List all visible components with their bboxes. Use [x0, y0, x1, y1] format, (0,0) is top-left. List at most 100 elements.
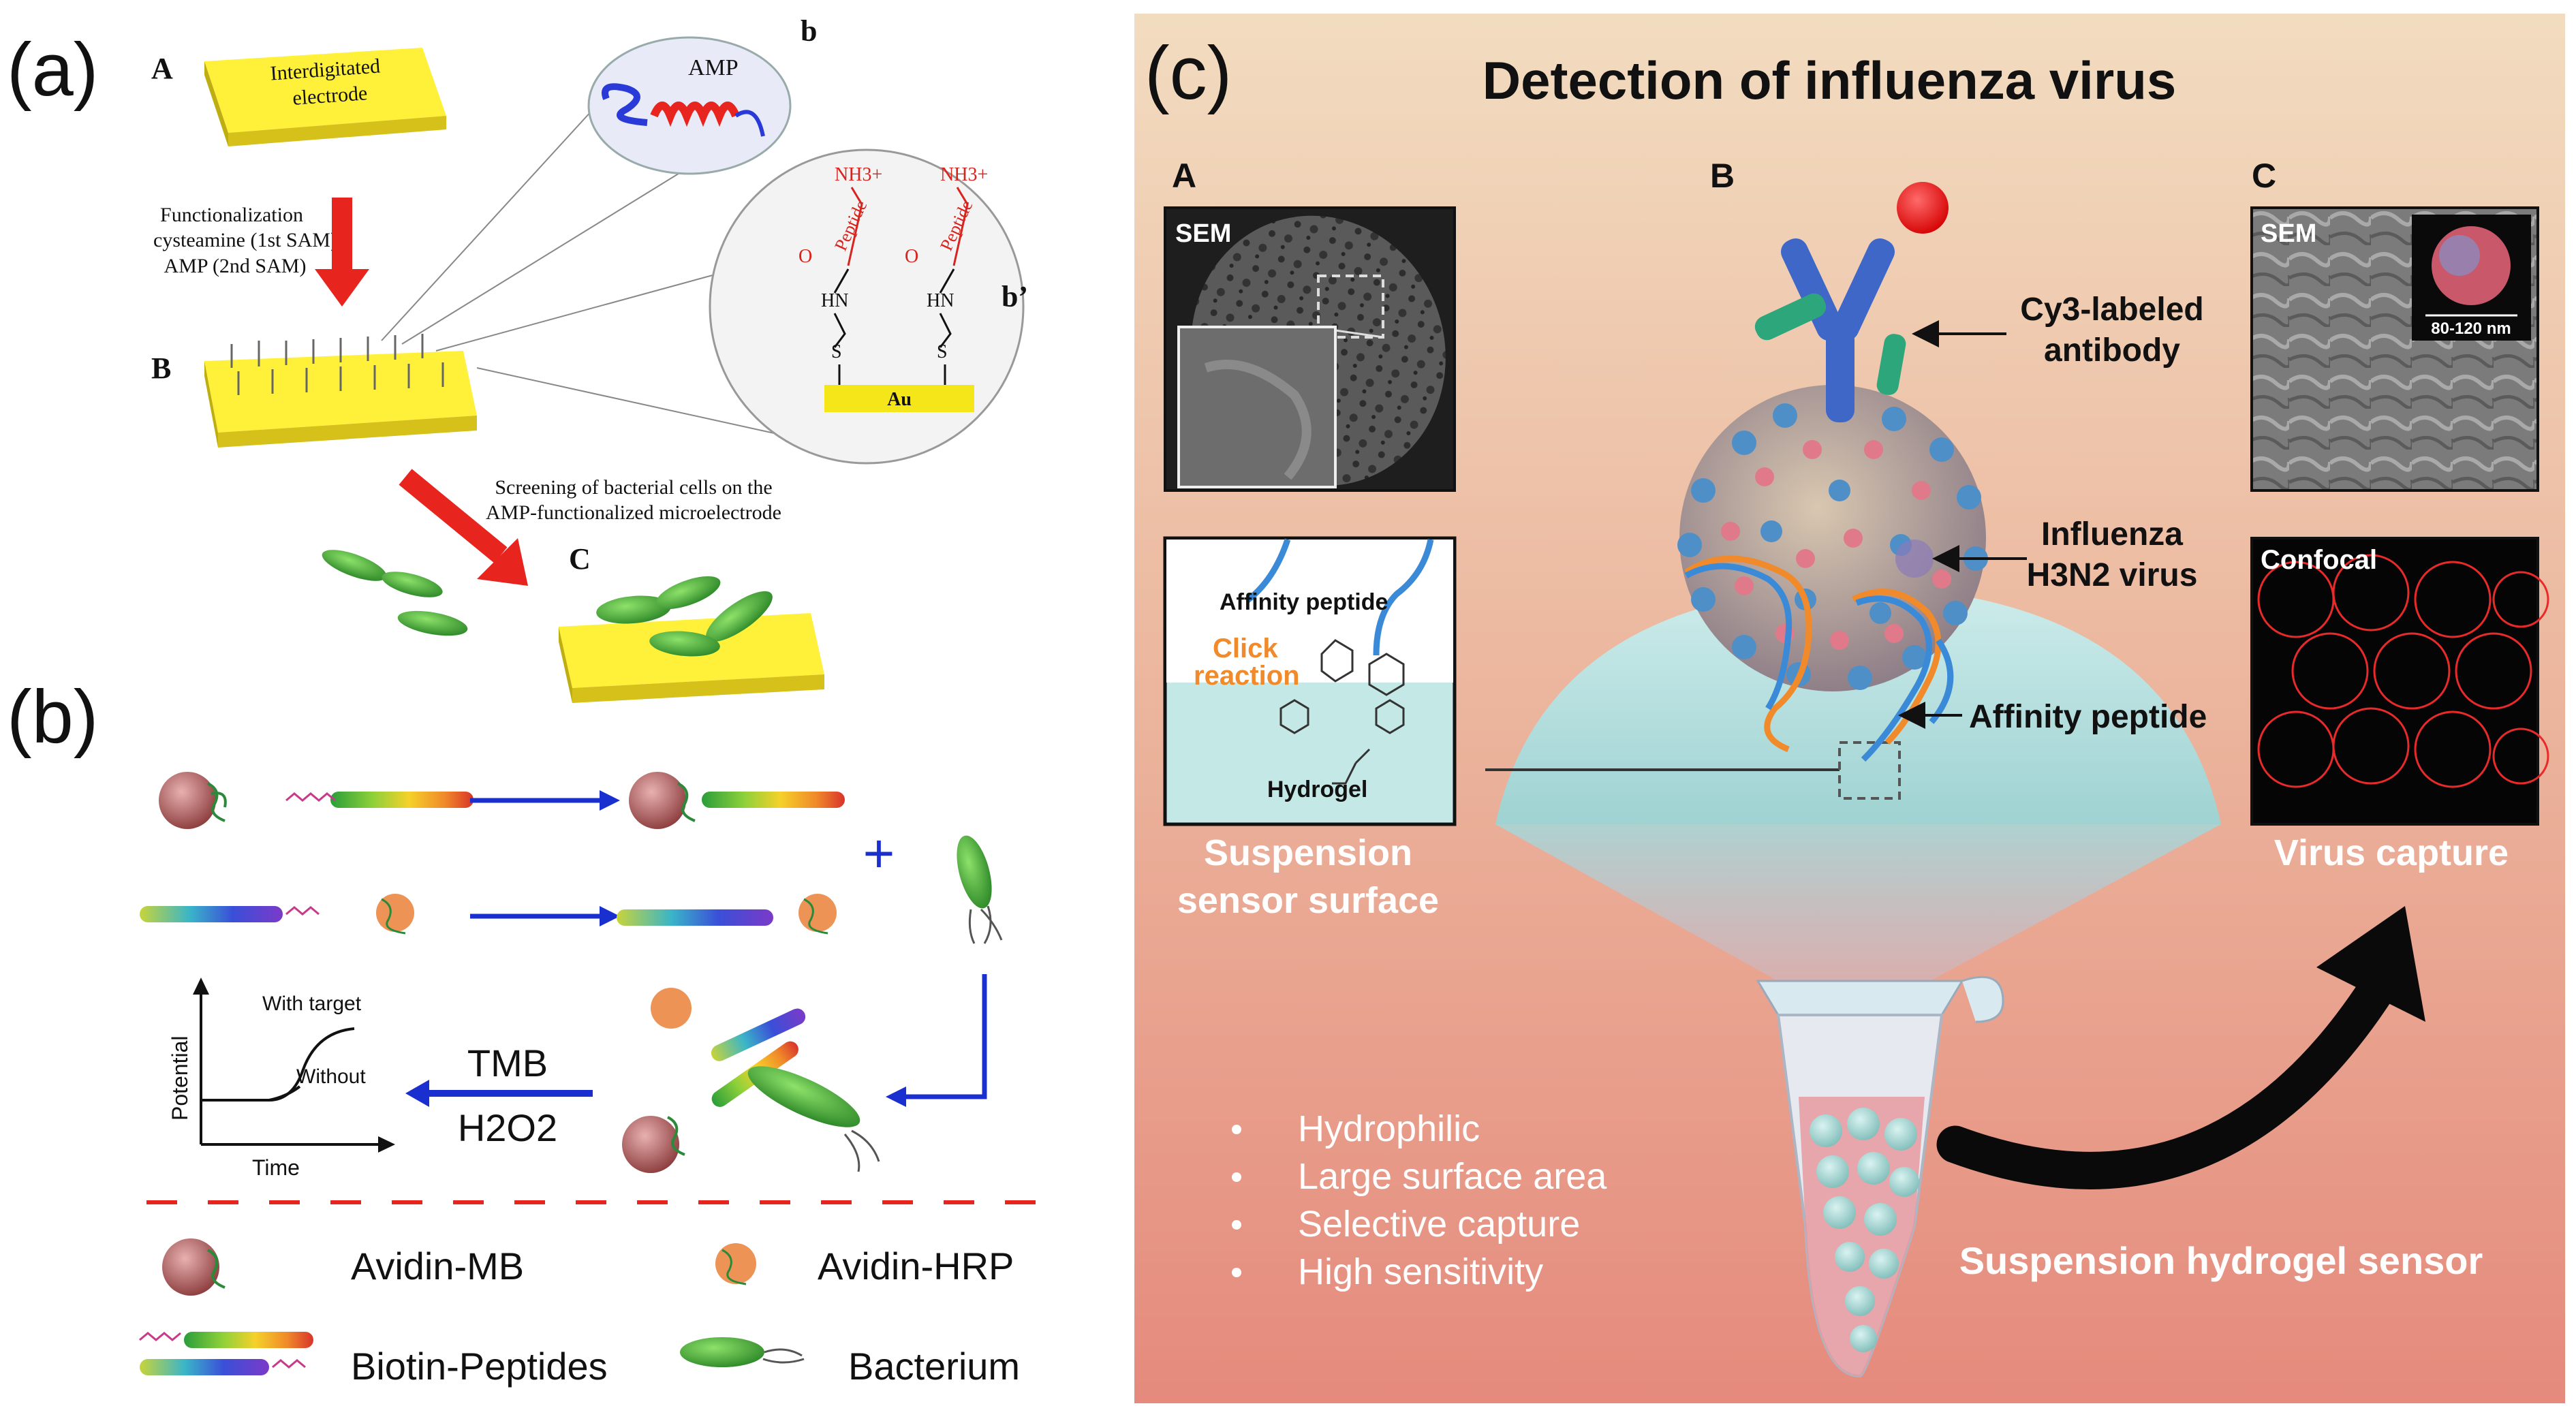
avidin-mb-bead-2 [629, 772, 686, 829]
blue-l-arrow [906, 974, 987, 1099]
inset-b-label: b [801, 14, 817, 48]
scale-label: 80-120 nm [2431, 319, 2511, 338]
bullet-dot-3 [1232, 1220, 1241, 1230]
bullet-dot-1 [1232, 1125, 1241, 1134]
influenza-line1: Influenza [2041, 516, 2183, 552]
cy3-red-dye [1897, 182, 1949, 234]
legend-avidin-mb: Avidin-MB [351, 1245, 524, 1287]
sandwich-complex [622, 988, 880, 1173]
sem-image-a: SEM [1164, 206, 1456, 492]
o-left: O [798, 246, 812, 267]
step-b-label: B [151, 352, 171, 385]
sub-a-label: A [1172, 157, 1196, 195]
influenza-line2: H3N2 virus [2027, 557, 2198, 593]
legend-bacterium: Bacterium [848, 1345, 1020, 1388]
potential-axis-label: Potential [168, 1035, 192, 1121]
avidin-protein-2 [677, 782, 696, 822]
hn-left: HN [821, 290, 848, 311]
avidin-hrp-2 [798, 894, 837, 935]
inset-affinity-peptide: Affinity peptide [1220, 589, 1388, 615]
avidin-hrp-1 [376, 894, 414, 935]
functionalization-line3: AMP (2nd SAM) [164, 255, 307, 277]
click-reaction-inset: Affinity peptide Click reaction Hydrogel [1163, 536, 1457, 826]
click-line2: reaction [1194, 661, 1300, 691]
sub-b-label: B [1710, 157, 1735, 195]
suspension-line2: sensor surface [1177, 880, 1439, 921]
panel-b-label: (b) [7, 675, 98, 759]
bacteria-bound-electrode [559, 576, 824, 703]
screening-line2: AMP-functionalized microelectrode [486, 501, 781, 524]
biotin-tag-2 [285, 906, 320, 916]
hydrogel-label: Hydrogel [1267, 777, 1367, 802]
virus-capture-label: Virus capture [2274, 832, 2509, 873]
avidin-protein-1 [207, 782, 227, 822]
functionalization-line1: Functionalization [160, 204, 303, 226]
curved-capture-arrow [1936, 906, 2425, 1189]
bullet-dot-2 [1232, 1172, 1241, 1182]
legend-biotin-peptide-icon-1 [184, 1332, 313, 1348]
amp-label: AMP [688, 55, 739, 80]
nh3-left: NH3+ [835, 164, 882, 185]
blue-l-arrow-head [886, 1087, 906, 1107]
sem-image-c: SEM 80-120 nm [2250, 206, 2539, 492]
with-target-label: With target [262, 993, 362, 1015]
bullet-dot-4 [1232, 1268, 1241, 1277]
electrode-line2: electrode [292, 82, 368, 110]
affinity-peptide-label: Affinity peptide [1969, 699, 2207, 735]
time-axis-label: Time [252, 1155, 300, 1180]
panel-a-label: (a) [7, 28, 98, 112]
step-c-label: C [569, 542, 591, 576]
bullet-3: Selective capture [1298, 1204, 1580, 1245]
tmb-arrow-head [405, 1080, 429, 1107]
biotin-peptide-1 [330, 792, 474, 808]
without-curve [268, 1085, 301, 1102]
screening-line1: Screening of bacterial cells on the [495, 476, 772, 499]
au-label: Au [887, 389, 912, 410]
gold-substrate [824, 385, 974, 412]
step-a-label: A [151, 52, 173, 85]
legend-avidin-hrp-icon [715, 1243, 756, 1285]
suspension-line1: Suspension [1204, 832, 1412, 873]
biotin-peptide-2 [140, 906, 283, 922]
plus-sign: + [863, 823, 895, 884]
avidin-mb-bead-1 [159, 772, 216, 829]
with-target-curve [201, 1027, 355, 1102]
peptide-focus-box [1838, 741, 1901, 800]
biotin-tag-1 [285, 792, 336, 802]
blue-arrow-head-1 [600, 790, 620, 811]
target-bacterium [957, 835, 1003, 944]
affinity-peptide-chains [1684, 555, 1954, 762]
confocal-image: Confocal [2250, 537, 2549, 826]
feature-bullets: Hydrophilic Large surface area Selective… [1232, 1108, 1607, 1292]
tmb-label: TMB [467, 1042, 548, 1084]
nh3-right: NH3+ [940, 164, 988, 185]
sem-c-label: SEM [2261, 219, 2316, 248]
functionalized-electrode-plate [204, 334, 477, 448]
s-right: S [937, 341, 948, 362]
legend-biotin-peptides: Biotin-Peptides [351, 1345, 608, 1388]
o-right: O [905, 246, 918, 267]
zoom-cone [1495, 824, 2221, 1015]
sample-tube [1756, 975, 2004, 1378]
h2o2-label: H2O2 [458, 1106, 557, 1149]
chemistry-inset-bubble [709, 149, 1025, 465]
bullet-4: High sensitivity [1298, 1251, 1543, 1292]
influenza-virus [1677, 385, 1988, 691]
cy3-antibody [1754, 182, 1949, 422]
legend-biotin-tag-2 [272, 1359, 306, 1369]
bound-peptide-2 [617, 909, 773, 926]
panel-a: (a) A Interdigitated electrode Functiona… [7, 14, 1028, 703]
panel-c-label: (c) [1145, 31, 1232, 115]
panel-c: (c) Detection of influenza virus A B C S… [1134, 14, 2565, 1403]
cy3-line1: Cy3-labeled [2020, 292, 2203, 328]
cy3-line2: antibody [2044, 332, 2180, 369]
bullet-2: Large surface area [1298, 1156, 1607, 1197]
potential-time-graph: With target Without Potential Time [168, 978, 395, 1180]
hydrogel-dome [1495, 586, 2221, 824]
confocal-label: Confocal [2261, 545, 2377, 575]
legend-avidin-mb-icon [162, 1238, 219, 1296]
inset-b-prime-label: b’ [1002, 280, 1028, 313]
legend-avidin-hrp: Avidin-HRP [818, 1245, 1014, 1287]
panel-b: (b) + [7, 675, 1049, 1388]
blue-arrow-head-2 [600, 906, 620, 926]
